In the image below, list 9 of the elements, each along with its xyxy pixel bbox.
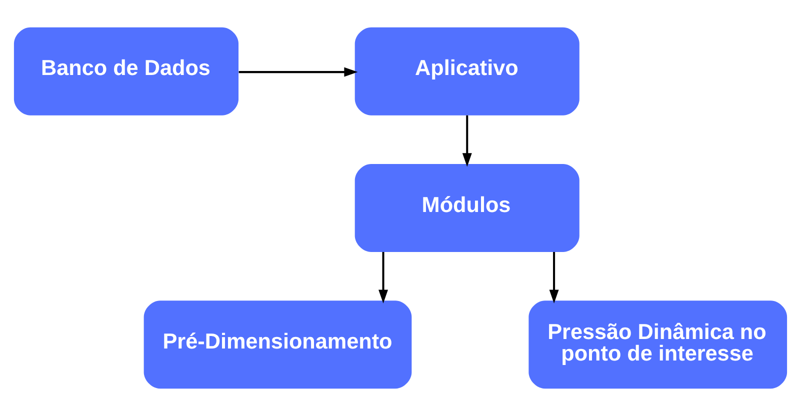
arrow	[238, 66, 358, 76]
node-box: Pré-Dimensionamento	[144, 300, 412, 388]
node-box: Aplicativo	[354, 26, 580, 115]
node-box: Banco de Dados	[14, 26, 238, 115]
node-box: Módulos	[354, 164, 580, 252]
arrow	[378, 251, 388, 303]
arrow	[462, 114, 472, 166]
node-box: Pressão Dinâmica no ponto de interesse	[528, 300, 788, 388]
arrow	[549, 251, 559, 303]
